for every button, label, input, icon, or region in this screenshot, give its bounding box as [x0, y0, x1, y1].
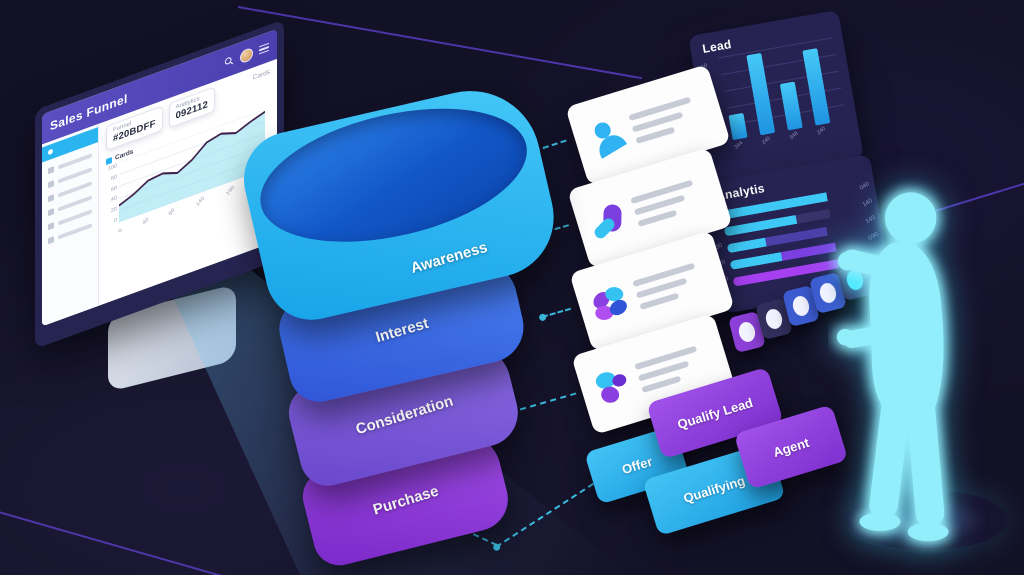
item-icon [48, 236, 54, 245]
bar-segment [726, 237, 767, 254]
contact-card[interactable] [567, 147, 733, 269]
item-icon [48, 222, 54, 231]
item-label-bar [58, 223, 92, 240]
cards-link[interactable]: Cards [252, 68, 270, 82]
avatar[interactable] [240, 46, 253, 64]
bar-segment [729, 252, 783, 270]
contact-card[interactable] [569, 230, 735, 352]
y-tick: 20 [110, 206, 117, 215]
shapes-icon [583, 196, 633, 246]
bar-segment [765, 226, 829, 247]
glowing-human-figure [836, 192, 949, 542]
toggle-dot [790, 294, 812, 318]
toggle-dot [763, 307, 785, 331]
decor-line [0, 508, 237, 575]
chip-label: Offer [619, 453, 655, 477]
funnel-stage-label: Purchase [371, 481, 441, 519]
x-tick: 80 [168, 207, 177, 217]
funnel-stage-label: Awareness [408, 238, 489, 278]
chip-label: Qualifying [681, 472, 747, 506]
y-tick: 100 [107, 163, 117, 173]
dashboard-monitor: Sales Funnel Funnel#20BDFF [35, 19, 284, 350]
y-tick: 60 [110, 184, 117, 193]
y-tick: 80 [110, 173, 117, 183]
decor-line [237, 6, 642, 80]
cluster-icon [585, 279, 635, 329]
chip-label: Agent [771, 434, 811, 460]
menu-icon[interactable] [259, 42, 269, 55]
user-icon [581, 113, 631, 163]
legend-swatch [106, 156, 112, 165]
y-tick: 0 [113, 217, 117, 225]
toggle-dot [736, 320, 758, 344]
contact-card[interactable] [565, 64, 731, 186]
item-icon [48, 180, 54, 189]
active-dot [48, 148, 53, 156]
y-tick: 40 [110, 195, 117, 204]
blobs-icon [587, 362, 637, 412]
funnel-stage-label: Consideration [353, 392, 455, 438]
dashed-connector [541, 307, 572, 318]
bar [802, 48, 831, 126]
contact-card[interactable] [571, 313, 737, 435]
search-icon[interactable] [224, 55, 234, 69]
x-tick: 190 [225, 184, 237, 197]
bar [746, 53, 776, 136]
funnel-stage-label: Interest [373, 314, 431, 346]
bar-segment [795, 209, 831, 224]
item-icon [48, 166, 54, 175]
dashboard-sidebar [42, 123, 99, 327]
item-icon [48, 194, 54, 203]
bar [779, 81, 803, 131]
funnel-opening [247, 85, 540, 266]
dashboard-header: Sales Funnel [42, 28, 277, 145]
x-tick: 40 [141, 217, 151, 227]
x-tick: 0 [117, 227, 124, 234]
item-icon [48, 208, 54, 217]
chip-label: Qualify Lead [675, 394, 755, 432]
x-tick: 140 [195, 195, 207, 208]
